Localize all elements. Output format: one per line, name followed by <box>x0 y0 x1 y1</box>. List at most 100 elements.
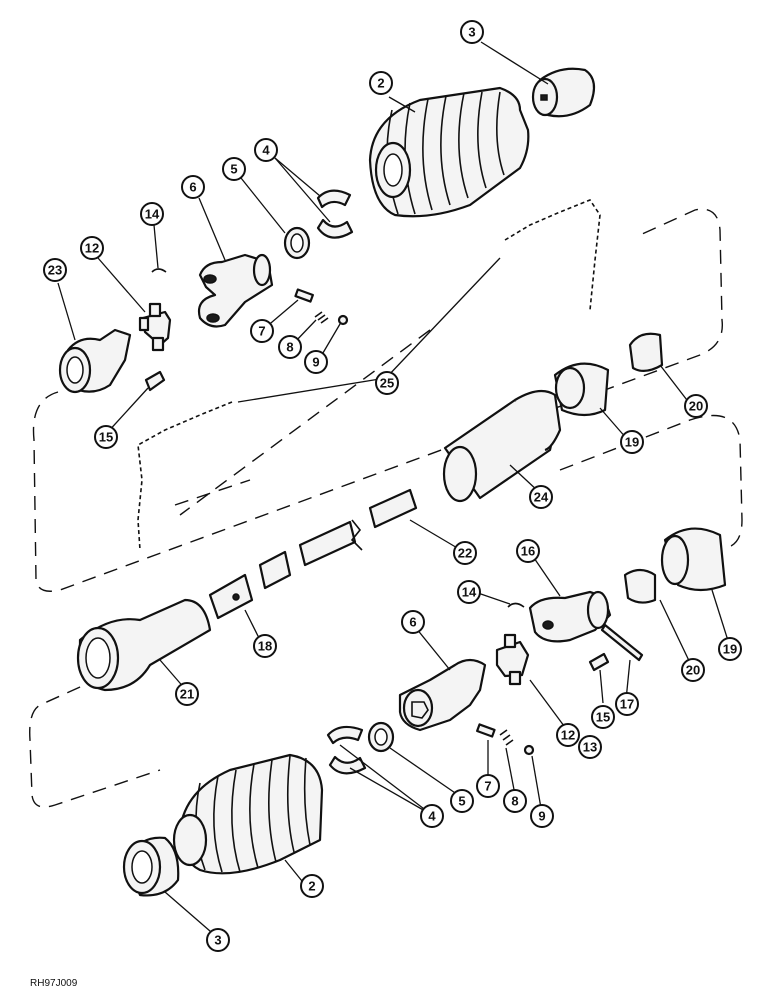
callout-6-bottom: 6 <box>401 610 425 634</box>
callout-4-top: 4 <box>254 138 278 162</box>
bearing-ring-top <box>531 67 596 118</box>
bearing-20-top <box>628 332 664 372</box>
svg-text:16: 16 <box>521 544 535 559</box>
svg-text:8: 8 <box>511 794 518 809</box>
grease-fitting-bottom <box>588 652 610 672</box>
callout-14-top: 14 <box>140 202 164 226</box>
pin-17 <box>600 623 644 662</box>
svg-text:7: 7 <box>484 779 491 794</box>
callout-7-top: 7 <box>250 319 274 343</box>
callout-9-top: 9 <box>304 350 328 374</box>
inner-yoke-top <box>197 253 274 328</box>
shaft-18 <box>208 550 292 620</box>
callout-7-bottom: 7 <box>476 774 500 798</box>
svg-text:9: 9 <box>538 809 545 824</box>
guard-cone-19-top <box>553 362 610 417</box>
svg-text:3: 3 <box>468 25 475 40</box>
callout-13: 13 <box>578 735 602 759</box>
callout-25: 25 <box>375 371 399 395</box>
svg-text:24: 24 <box>534 490 549 505</box>
callout-19-bottom: 19 <box>718 637 742 661</box>
callout-17: 17 <box>615 692 639 716</box>
callout-14-bottom: 14 <box>457 580 481 604</box>
callout-2-top: 2 <box>369 71 393 95</box>
svg-text:14: 14 <box>462 585 477 600</box>
svg-text:22: 22 <box>458 546 472 561</box>
callout-19-top: 19 <box>620 430 644 454</box>
callout-20-bottom: 20 <box>681 658 705 682</box>
svg-text:18: 18 <box>258 639 272 654</box>
svg-text:12: 12 <box>561 728 575 743</box>
inner-yoke-bottom <box>398 658 487 732</box>
callout-15-bottom: 15 <box>591 705 615 729</box>
svg-text:13: 13 <box>583 740 597 755</box>
svg-text:12: 12 <box>85 241 99 256</box>
safety-chain-lower <box>137 401 233 551</box>
svg-text:21: 21 <box>180 687 194 702</box>
snap-ring-14-top <box>151 268 167 273</box>
svg-text:23: 23 <box>48 263 62 278</box>
svg-text:20: 20 <box>689 399 703 414</box>
leader-lines <box>57 41 731 939</box>
callout-16: 16 <box>516 539 540 563</box>
svg-text:6: 6 <box>189 180 196 195</box>
svg-text:15: 15 <box>99 430 113 445</box>
svg-text:15: 15 <box>596 710 610 725</box>
safety-chain-upper <box>504 199 601 311</box>
callout-9-bottom: 9 <box>530 804 554 828</box>
svg-text:19: 19 <box>723 642 737 657</box>
callout-12-bottom: 12 <box>556 723 580 747</box>
snap-ring-top <box>283 226 311 260</box>
outer-yoke-23 <box>58 328 132 394</box>
boot-bottom <box>172 753 324 875</box>
callout-20-top: 20 <box>684 394 708 418</box>
shaft-22 <box>298 488 418 567</box>
svg-text:4: 4 <box>428 809 436 824</box>
half-bearings-bottom <box>326 725 367 775</box>
svg-text:20: 20 <box>686 663 700 678</box>
svg-text:4: 4 <box>262 143 270 158</box>
svg-text:7: 7 <box>258 324 265 339</box>
callout-6-top: 6 <box>181 175 205 199</box>
guard-cone-19-bottom <box>660 527 727 592</box>
figure-reference-code: RH97J009 <box>30 978 78 989</box>
locking-pin-set-bottom <box>476 723 535 756</box>
svg-text:3: 3 <box>214 933 221 948</box>
svg-text:25: 25 <box>380 376 394 391</box>
guard-outline-upper <box>32 208 724 592</box>
callout-21: 21 <box>175 682 199 706</box>
callout-2-bottom: 2 <box>300 874 324 898</box>
svg-text:5: 5 <box>230 162 237 177</box>
svg-text:2: 2 <box>308 879 315 894</box>
locking-pin-set-top <box>294 288 349 326</box>
half-bearings-top <box>316 189 354 239</box>
callout-3-top: 3 <box>460 20 484 44</box>
svg-text:19: 19 <box>625 435 639 450</box>
callout-5-top: 5 <box>222 157 246 181</box>
cross-journal-top <box>138 302 172 352</box>
svg-text:6: 6 <box>409 615 416 630</box>
snap-ring-bottom <box>367 721 395 753</box>
callout-24: 24 <box>529 485 553 509</box>
outer-yoke-16 <box>528 590 612 643</box>
svg-text:14: 14 <box>145 207 160 222</box>
boot-top <box>368 86 530 218</box>
callout-4-bottom: 4 <box>420 804 444 828</box>
svg-text:9: 9 <box>312 355 319 370</box>
callout-18: 18 <box>253 634 277 658</box>
guard-tube-21 <box>76 598 212 692</box>
svg-text:2: 2 <box>377 76 384 91</box>
callout-3-bottom: 3 <box>206 928 230 952</box>
guard-outline-lower <box>29 329 743 808</box>
svg-text:5: 5 <box>458 794 465 809</box>
callout-15-top: 15 <box>94 425 118 449</box>
callout-23: 23 <box>43 258 67 282</box>
callout-12-top: 12 <box>80 236 104 260</box>
guard-tube-24 <box>442 389 562 503</box>
svg-text:8: 8 <box>286 340 293 355</box>
bearing-ring-bottom <box>122 836 180 897</box>
callout-22: 22 <box>453 541 477 565</box>
callout-8-top: 8 <box>278 335 302 359</box>
grease-fitting-top <box>144 370 166 392</box>
